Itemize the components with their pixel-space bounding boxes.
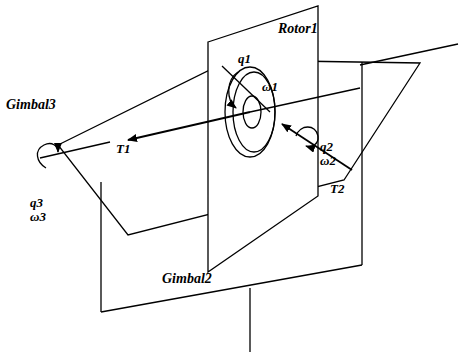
part-label: ω3 xyxy=(30,210,46,223)
frame-line xyxy=(101,265,362,312)
axis-line xyxy=(360,44,458,65)
part-label: q2 xyxy=(320,140,333,153)
part-label: ω1 xyxy=(262,80,278,93)
axis-line xyxy=(40,142,110,158)
part-label: q3 xyxy=(30,196,43,209)
frame-line xyxy=(361,62,362,265)
torque-arrow xyxy=(128,112,250,140)
part-label: q1 xyxy=(238,52,251,65)
rotation-arrow xyxy=(37,144,58,168)
part-label: T2 xyxy=(330,182,344,195)
part-label: Rotor1 xyxy=(278,22,318,36)
rotation-arrow xyxy=(229,72,238,108)
rotation-arrow xyxy=(296,127,318,147)
part-label: ω2 xyxy=(320,154,336,167)
part-label: Gimbal3 xyxy=(6,98,56,112)
frame-stem xyxy=(249,288,250,352)
torque-arrow xyxy=(282,124,352,170)
gimbal2-plane xyxy=(208,6,318,272)
part-label: Gimbal2 xyxy=(162,272,212,286)
part-label: T1 xyxy=(116,142,130,155)
